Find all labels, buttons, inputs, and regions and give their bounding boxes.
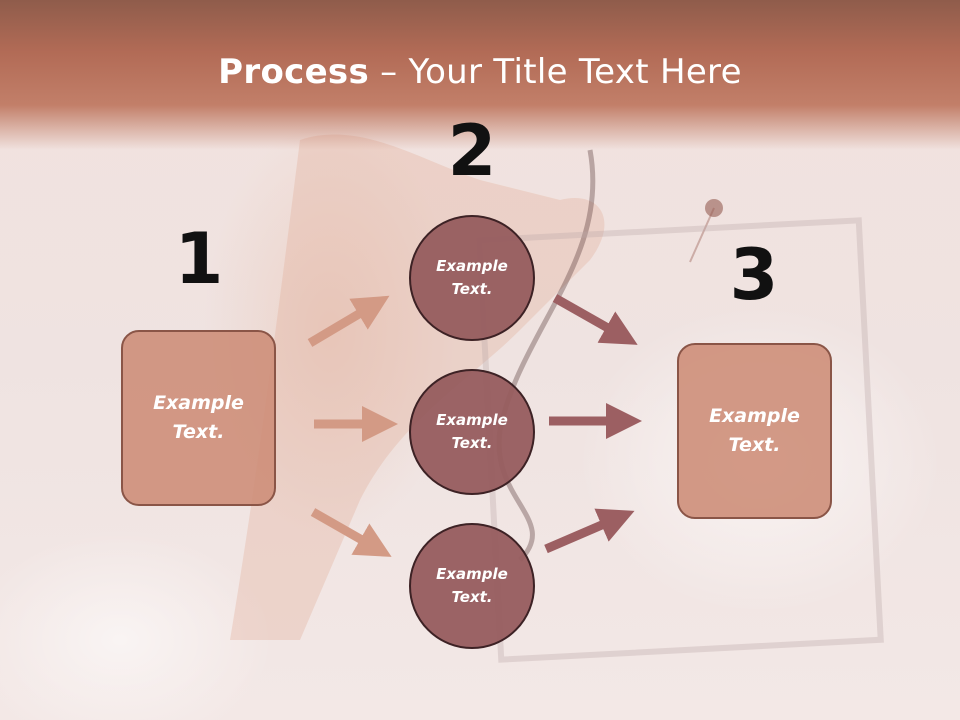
arrow-from-circle-1	[552, 294, 638, 345]
circle-1-text: Example Text.	[436, 257, 508, 298]
circle-2: Example Text.	[409, 369, 535, 495]
title-band	[0, 0, 960, 150]
left-box-text: Example Text.	[153, 392, 244, 443]
circle-3-text: Example Text.	[436, 565, 508, 606]
step-number-1: 1	[174, 218, 224, 300]
right-box: Example Text.	[677, 343, 832, 519]
arrow-to-circle-3	[310, 508, 392, 557]
circle-1: Example Text.	[409, 215, 535, 341]
arrow-to-circle-1	[307, 295, 390, 347]
title-rest: – Your Title Text Here	[369, 52, 742, 92]
slide-title: Process – Your Title Text Here	[0, 52, 960, 92]
circle-2-text: Example Text.	[436, 411, 508, 452]
right-box-text: Example Text.	[709, 405, 800, 456]
arrow-from-circle-3	[544, 508, 635, 554]
left-box: Example Text.	[121, 330, 276, 506]
step-number-2: 2	[447, 110, 497, 192]
step-number-3: 3	[729, 234, 779, 316]
circle-3: Example Text.	[409, 523, 535, 649]
title-bold: Process	[218, 52, 370, 92]
